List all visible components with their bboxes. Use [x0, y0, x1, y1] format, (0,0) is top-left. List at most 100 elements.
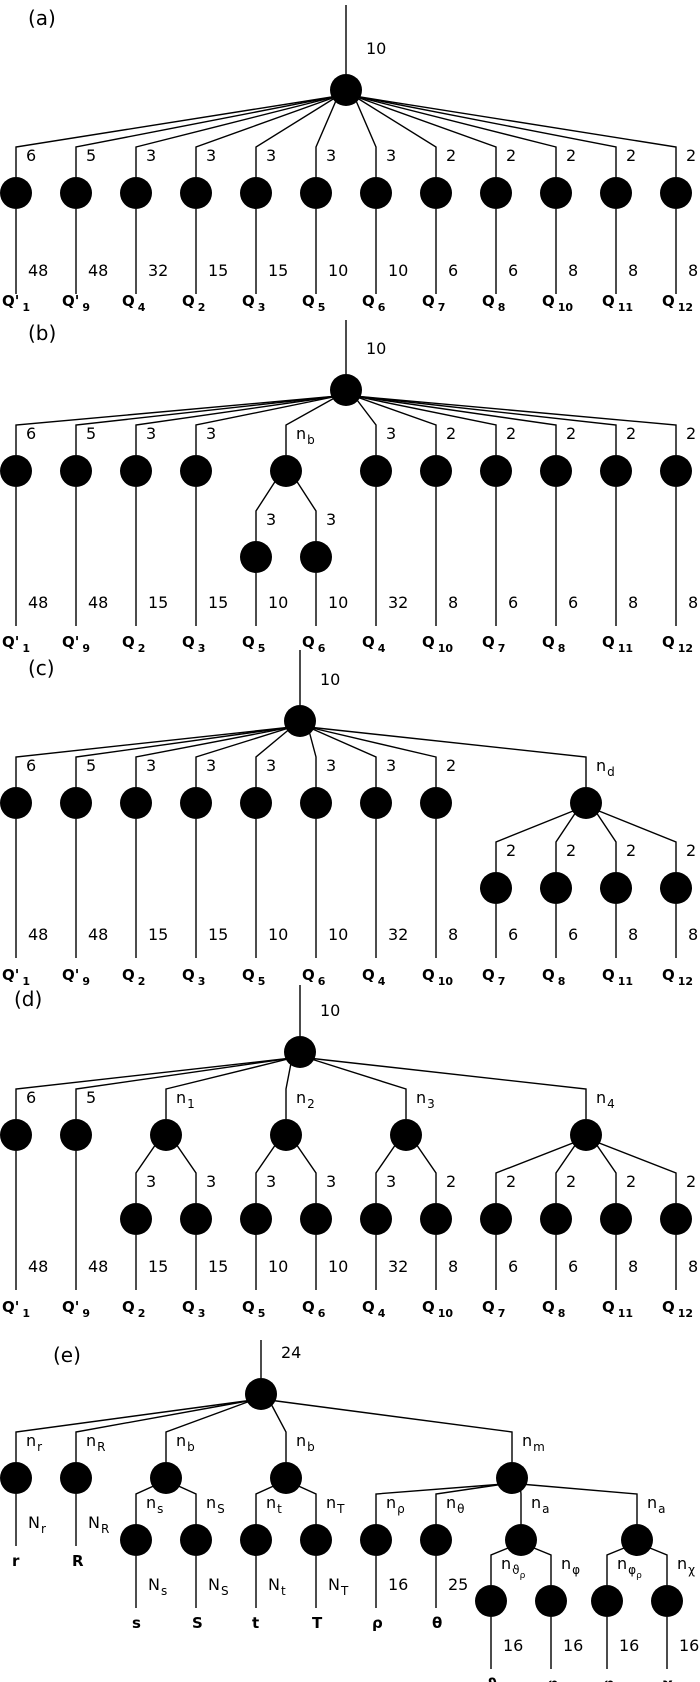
edge-label: 3 [266, 756, 276, 775]
edge-label: na [647, 1493, 666, 1516]
leaf-code: Q'9 [62, 633, 90, 655]
tree-edge [255, 476, 279, 541]
edge-label: nθ [446, 1493, 464, 1516]
tree-node [600, 872, 632, 904]
tree-edge [555, 1140, 579, 1203]
edge-label: 2 [566, 841, 576, 860]
edge-label: n1 [176, 1088, 195, 1111]
tree-node [360, 787, 392, 819]
leaf-edge-label: 10 [328, 1257, 348, 1276]
tree-node [0, 1119, 32, 1151]
edge-label: 3 [206, 1172, 216, 1191]
edge-label: 2 [626, 146, 636, 165]
tree-edge [15, 1057, 293, 1119]
panel-label: (b) [28, 321, 56, 345]
edge-label: 2 [506, 1172, 516, 1191]
edge-label: nt [266, 1493, 282, 1516]
leaf-edge-label: 32 [388, 593, 408, 612]
tree-edge [255, 726, 293, 787]
root-node [284, 705, 316, 737]
root-node [330, 374, 362, 406]
leaf-edge-label: Ns [148, 1575, 167, 1598]
leaf-edge-label: 16 [679, 1636, 699, 1655]
leaf-edge-label: 48 [88, 261, 108, 280]
tree-node [300, 541, 332, 573]
leaf-edge-label: 15 [148, 593, 168, 612]
tree-node [60, 455, 92, 487]
edge-label: nφρ [617, 1554, 642, 1581]
leaf-edge-label: 8 [688, 1257, 698, 1276]
edge-label: 2 [686, 424, 696, 443]
leaf-edge-label: 48 [88, 1257, 108, 1276]
edge-label: 3 [146, 1172, 156, 1191]
edge-label: 3 [386, 756, 396, 775]
leaf-code: s [132, 1614, 141, 1632]
tree-edge [293, 1483, 317, 1524]
edge-label: 3 [326, 510, 336, 529]
tree-edge [353, 95, 557, 177]
tree-edge [307, 1057, 587, 1119]
tree-node [0, 1462, 32, 1494]
tree-node [240, 541, 272, 573]
leaf-edge-label: 6 [508, 261, 518, 280]
edge-label: 3 [206, 756, 216, 775]
tree-node [60, 177, 92, 209]
tree-node [360, 1524, 392, 1556]
leaf-edge-label: 6 [448, 261, 458, 280]
tree-edge [519, 1483, 638, 1524]
tree-edge [15, 1399, 254, 1462]
edge-label: 2 [506, 841, 516, 860]
edge-label: nd [596, 756, 615, 779]
tree-edge [353, 395, 377, 455]
leaf-edge-label: 8 [448, 593, 458, 612]
tree-edge [268, 1399, 287, 1462]
edge-label: nρ [386, 1493, 405, 1516]
leaf-edge-label: 10 [268, 1257, 288, 1276]
tree-edge [307, 726, 377, 787]
tree-edge [255, 1483, 279, 1524]
leaf-edge-label: NR [88, 1513, 109, 1536]
tree-node [240, 1203, 272, 1235]
tree-node [300, 1524, 332, 1556]
leaf-edge-label: 48 [88, 593, 108, 612]
tree-edge [490, 1545, 514, 1585]
leaf-edge-label: 16 [563, 1636, 583, 1655]
edge-label: 3 [206, 424, 216, 443]
edge-label: 6 [26, 424, 36, 443]
tree-edge [135, 1483, 159, 1524]
edge-label: 3 [326, 146, 336, 165]
tree-node [660, 1203, 692, 1235]
leaf-edge-label: 8 [628, 925, 638, 944]
tree-node [540, 872, 572, 904]
tree-edge [307, 1057, 407, 1119]
leaf-edge-label: 10 [268, 925, 288, 944]
leaf-code: Q'9 [62, 292, 90, 314]
leaf-edge-label: 6 [568, 593, 578, 612]
leaf-edge-label: 8 [628, 261, 638, 280]
leaf-code: T [312, 1614, 323, 1632]
tree-node [535, 1585, 567, 1617]
tree-node [120, 1524, 152, 1556]
tree-node [360, 177, 392, 209]
tree-edge [606, 1545, 630, 1585]
tree-edge [353, 95, 497, 177]
leaf-edge-label: 8 [448, 925, 458, 944]
tree-node [480, 1203, 512, 1235]
tree-edge [15, 395, 339, 455]
